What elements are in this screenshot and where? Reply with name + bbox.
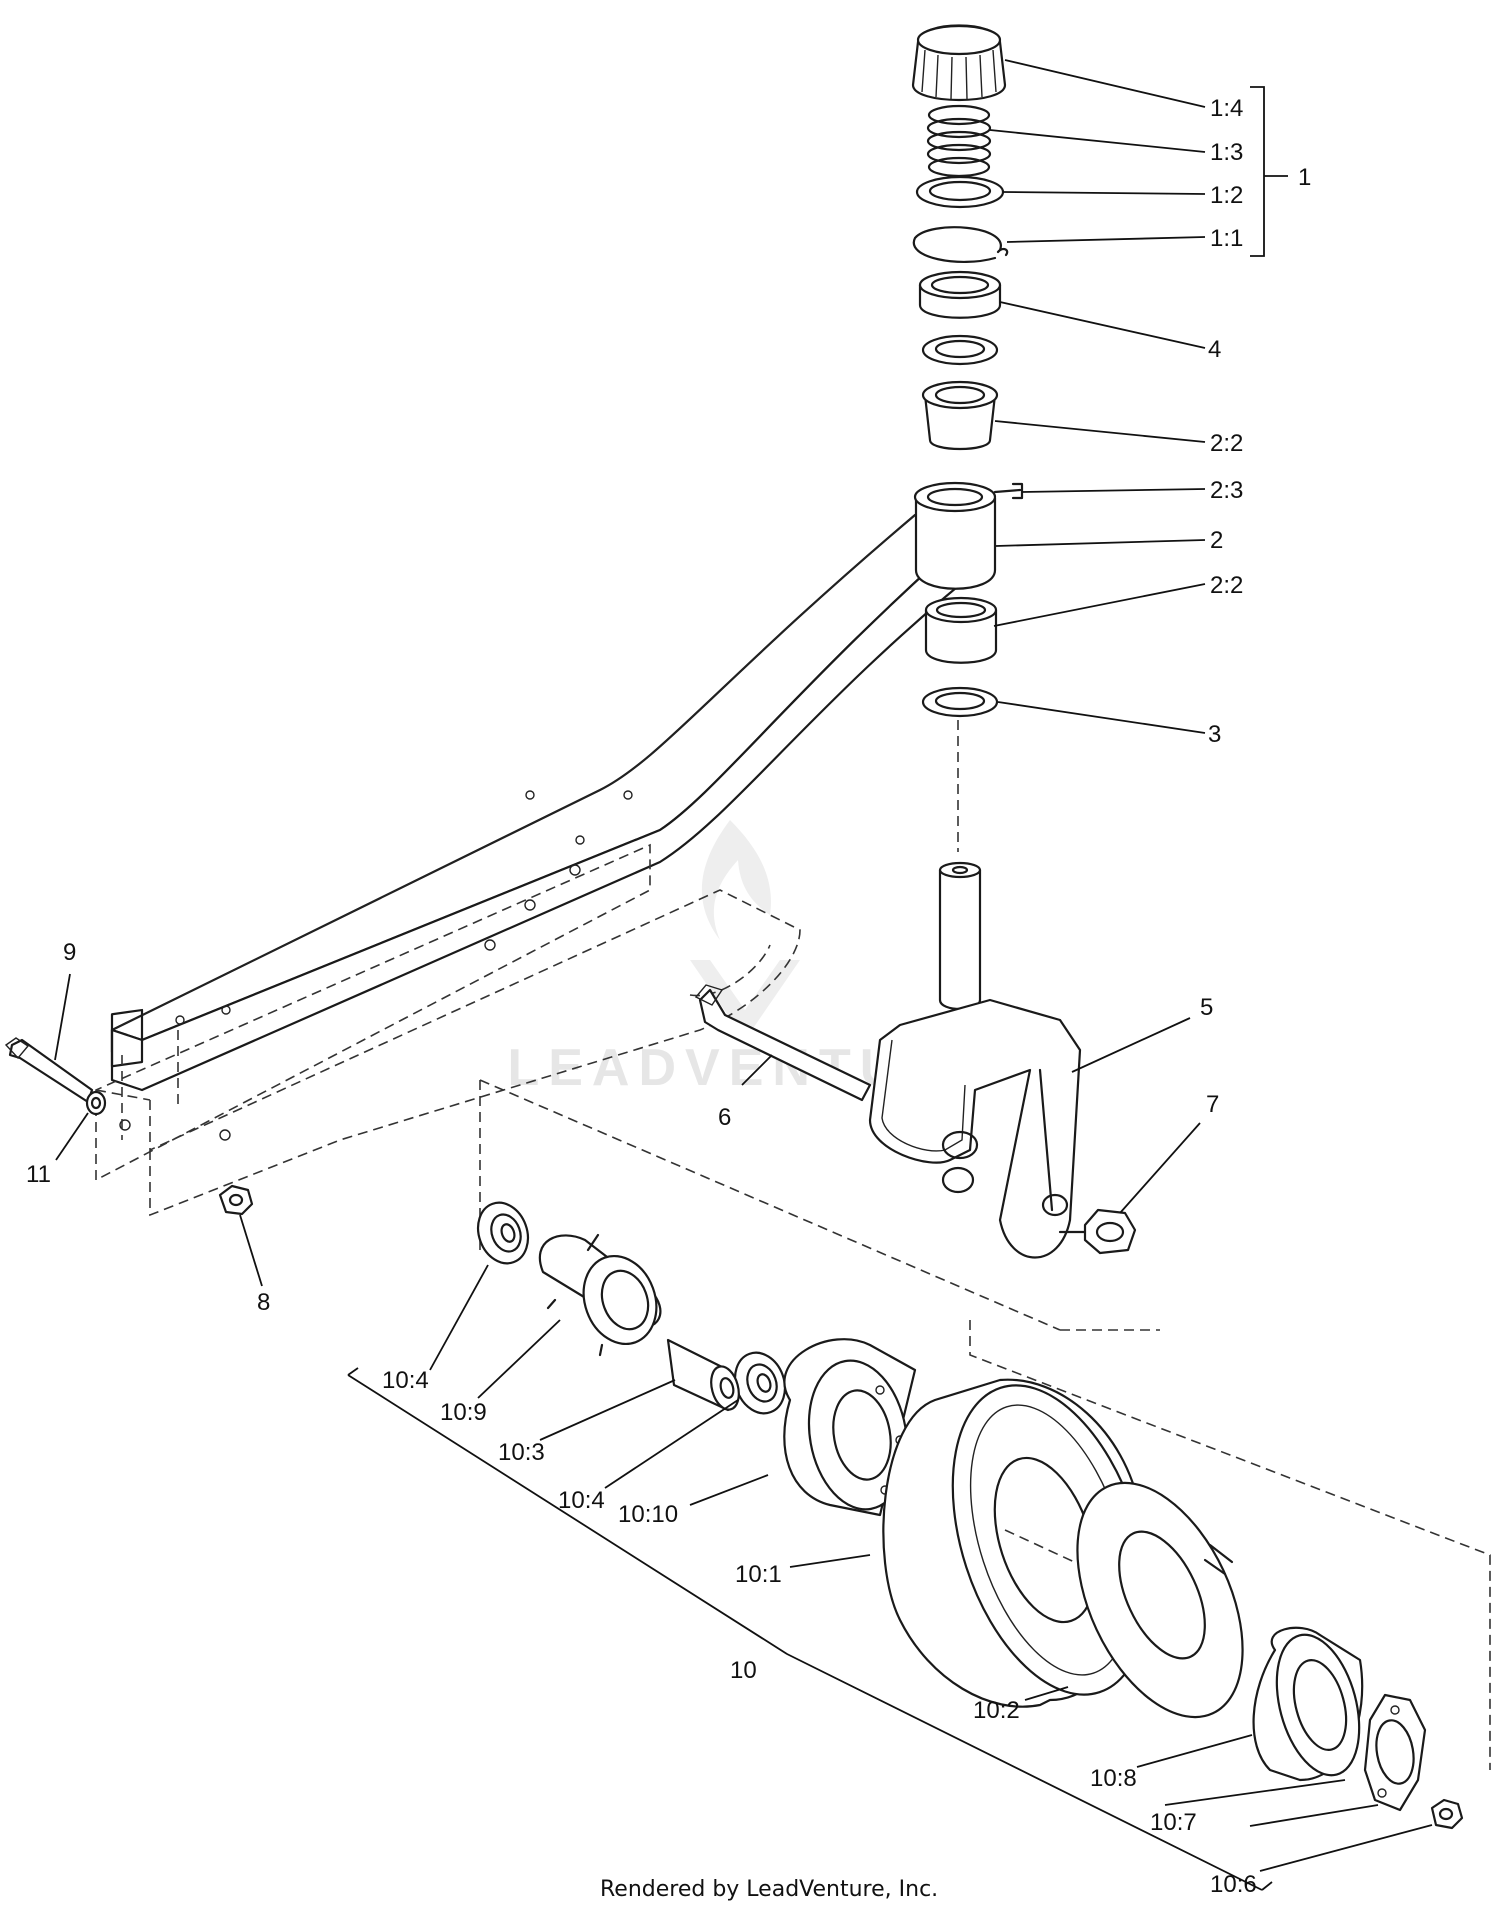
callout-2: 2	[1210, 527, 1223, 554]
snap-ring-part	[912, 226, 1009, 264]
callout-labels: 1:4 1:3 1:2 1:1 1 4 2:2 2:3 2 2:2 3 5 6 …	[26, 95, 1311, 1898]
washer-11-part	[85, 1090, 107, 1116]
bearing-10-4-left	[476, 1201, 530, 1265]
caster-arm-tube	[110, 481, 1024, 1092]
callout-2-2-upper: 2:2	[1210, 430, 1243, 457]
callout-8: 8	[257, 1289, 270, 1316]
nut-8-part	[218, 1184, 254, 1216]
axle-bolt-part	[694, 984, 872, 1102]
caster-fork-part	[868, 861, 1082, 1259]
callout-10-10: 10:10	[618, 1501, 678, 1528]
callout-10-7: 10:7	[1150, 1809, 1197, 1836]
hub-10-9-part	[538, 1233, 662, 1357]
callout-10-6: 10:6	[1210, 1871, 1257, 1898]
callout-6: 6	[718, 1104, 731, 1131]
callout-10-3: 10:3	[498, 1439, 545, 1466]
callout-11: 11	[26, 1161, 51, 1188]
group-1-bracket	[1250, 86, 1288, 257]
cap-part	[911, 24, 1007, 102]
callout-1-3: 1:3	[1210, 139, 1243, 166]
callout-1-2: 1:2	[1210, 182, 1243, 209]
wheel-assembly-frame	[479, 1079, 1491, 1770]
callout-10-8: 10:8	[1090, 1765, 1137, 1792]
nut-10-6-part	[1430, 1798, 1464, 1830]
bearing-race-part	[918, 270, 1002, 319]
nut-7-part	[1058, 1208, 1137, 1255]
callout-3: 3	[1208, 721, 1221, 748]
lower-bushing-part	[924, 596, 998, 664]
bolt-9-part	[4, 1037, 94, 1104]
plate-10-7-part	[1363, 1693, 1427, 1812]
callout-10-9: 10:9	[440, 1399, 487, 1426]
rim-half-10-10-part	[783, 1338, 917, 1517]
washer-4-part	[921, 334, 999, 366]
upper-bushing-part	[921, 380, 999, 451]
callout-1: 1	[1298, 164, 1311, 191]
washer-1-2-part	[915, 175, 1005, 209]
callout-10: 10	[730, 1657, 757, 1684]
callout-2-3: 2:3	[1210, 477, 1243, 504]
leader-lines	[54, 59, 1433, 1891]
spacer-tube-10-3-part	[666, 1338, 740, 1412]
callout-10-4-left: 10:4	[382, 1367, 429, 1394]
spring-part	[926, 104, 992, 178]
callout-5: 5	[1200, 994, 1213, 1021]
bolt-axis-line	[121, 1030, 179, 1140]
callout-4: 4	[1208, 336, 1221, 363]
callout-10-1: 10:1	[735, 1561, 782, 1588]
rim-half-10-8-part	[1252, 1626, 1364, 1782]
callout-2-2-lower: 2:2	[1210, 572, 1243, 599]
callout-1-1: 1:1	[1210, 225, 1243, 252]
mounting-plate-outline	[95, 843, 801, 1217]
callout-7: 7	[1206, 1091, 1219, 1118]
callout-10-4-right: 10:4	[558, 1487, 605, 1514]
footer-credit: Rendered by LeadVenture, Inc.	[600, 1877, 938, 1902]
callout-9: 9	[63, 939, 76, 966]
washer-3-part	[921, 686, 999, 718]
callout-1-4: 1:4	[1210, 95, 1243, 122]
callout-10-2: 10:2	[973, 1697, 1020, 1724]
inner-tube-10-2-part	[1076, 1481, 1244, 1719]
